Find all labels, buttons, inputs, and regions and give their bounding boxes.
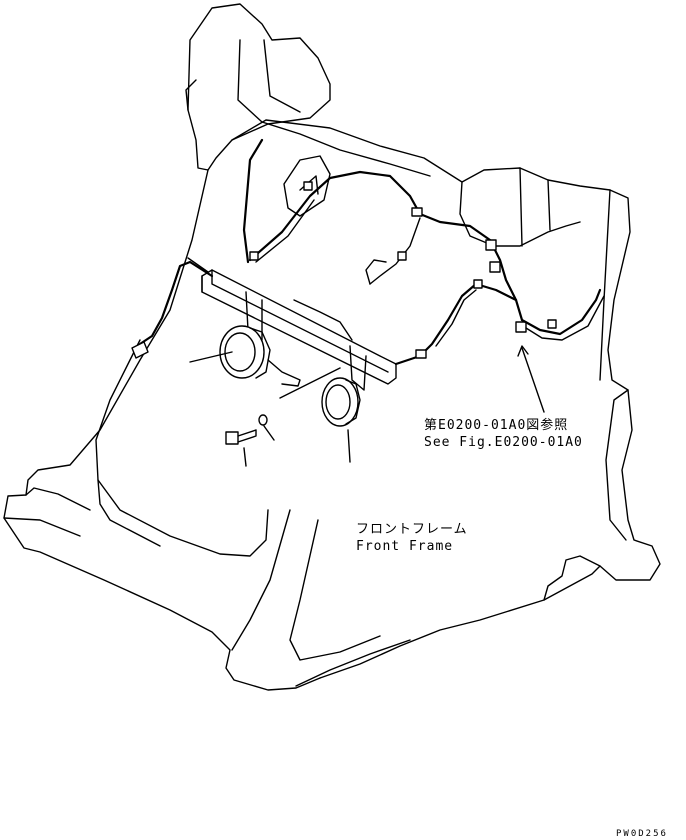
frame-top-tower-inner xyxy=(237,39,301,123)
frame-right-arm xyxy=(319,167,661,679)
harness-hook xyxy=(365,259,387,285)
bolt xyxy=(225,429,257,445)
clip-3 xyxy=(489,261,501,273)
horn-left-body xyxy=(249,327,271,379)
frame-top-tower xyxy=(187,3,331,171)
clip-6 xyxy=(303,181,313,191)
frame-label-jp: フロントフレーム xyxy=(356,522,468,537)
frame-right-block xyxy=(543,555,601,601)
leader-horn-left xyxy=(189,351,233,363)
top-device xyxy=(283,155,331,217)
clip-10 xyxy=(547,319,557,329)
leader-reference-arrow xyxy=(517,345,529,357)
leader-washer xyxy=(279,367,341,399)
frame-left-strip xyxy=(3,487,91,537)
drawing-number: PW0D256 xyxy=(616,829,668,839)
bracket-mount-right xyxy=(349,345,367,391)
harness-far-right xyxy=(520,288,602,336)
clip-2 xyxy=(485,239,497,251)
bracket-bar-edge xyxy=(201,269,389,373)
frame-right-wall xyxy=(599,189,629,541)
horn-right-inner xyxy=(325,384,351,420)
bolt-shank xyxy=(237,429,257,443)
harness-left-branch-2 xyxy=(187,257,209,273)
harness-left-branch xyxy=(138,260,214,346)
harness-right-run xyxy=(418,212,524,322)
horn-bracket xyxy=(201,269,397,391)
horn-right-outer xyxy=(321,377,359,427)
frame-recess-inner xyxy=(97,479,161,547)
leader-horn-right xyxy=(347,429,351,463)
bracket-strap xyxy=(293,299,353,341)
clip-9 xyxy=(473,279,483,289)
clip-4 xyxy=(515,321,527,333)
wiring-harness xyxy=(131,138,605,366)
harness-top-arc-2 xyxy=(255,199,315,263)
clip-5 xyxy=(249,251,259,261)
frame-label-en: Front Frame xyxy=(356,539,453,554)
frame-bottom-rail xyxy=(295,639,411,687)
leader-lines xyxy=(189,345,545,467)
harness-lower-2 xyxy=(435,289,477,347)
washer xyxy=(258,414,268,426)
horn-left-inner xyxy=(224,332,256,372)
frame-center-pillar xyxy=(231,509,381,661)
harness-top-loop xyxy=(242,138,264,264)
bolt-head xyxy=(225,431,239,445)
horn-right-body xyxy=(345,379,361,425)
frame-right-tower xyxy=(459,167,581,247)
connector-left xyxy=(131,341,149,359)
front-frame xyxy=(3,3,661,691)
reference-label-en: See Fig.E0200-01A0 xyxy=(424,435,583,450)
harness-top-arc xyxy=(248,170,422,262)
frame-left-arm xyxy=(3,169,321,691)
horn-left-tab xyxy=(267,359,301,387)
frame-deck-edge xyxy=(231,119,463,183)
clip-8 xyxy=(415,349,427,359)
horn-right xyxy=(321,377,361,427)
leader-washer-down xyxy=(263,425,275,441)
leader-bolt xyxy=(243,447,247,467)
leader-reference xyxy=(521,347,545,413)
washer-ring xyxy=(258,414,268,426)
harness-right-run-2 xyxy=(369,217,421,285)
harness-far-right-2 xyxy=(525,295,605,341)
reference-label-jp: 第E0200-01A0図参照 xyxy=(424,417,568,433)
frame-deck-edge-2 xyxy=(261,121,431,177)
harness-lower xyxy=(394,282,518,366)
horn-left xyxy=(219,325,301,387)
clip-7 xyxy=(397,251,407,261)
frame-recess xyxy=(95,339,269,557)
frame-top-tower-edge xyxy=(185,79,197,111)
horn-left-outer xyxy=(219,325,265,379)
clip-1 xyxy=(411,207,423,217)
